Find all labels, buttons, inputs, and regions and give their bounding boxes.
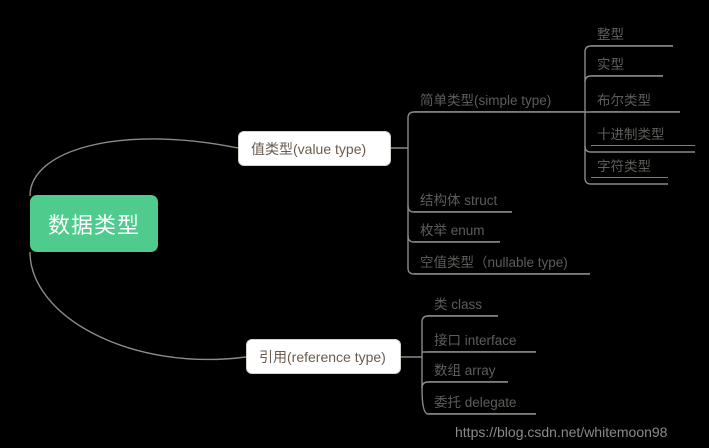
node-class-label: 类 class <box>434 296 483 312</box>
node-boolean-type[interactable]: 布尔类型 <box>591 88 680 112</box>
node-value-type-label: 值类型(value type) <box>251 140 367 157</box>
node-char-type-label: 字符类型 <box>597 158 651 174</box>
node-interface[interactable]: 接口 interface <box>428 328 536 352</box>
edge-spine-to-class <box>421 315 498 323</box>
edge-spine-to-char <box>584 177 668 185</box>
node-class[interactable]: 类 class <box>428 292 498 316</box>
node-nullable-type-label: 空值类型（nullable type) <box>420 254 568 270</box>
node-delegate-label: 委托 delegate <box>434 394 517 410</box>
edge-spine-to-decimal <box>584 145 695 153</box>
edge-spine-to-array <box>421 381 508 389</box>
root-node[interactable]: 数据类型 <box>30 195 158 252</box>
watermark-url: https://blog.csdn.net/whitemoon98 <box>455 424 668 440</box>
edge-spine-to-real <box>584 75 663 83</box>
node-struct-label: 结构体 struct <box>420 192 498 208</box>
node-real-type[interactable]: 实型 <box>591 52 663 76</box>
edge-root-to-value-type <box>29 138 239 197</box>
node-integer-type-label: 整型 <box>597 26 624 42</box>
node-boolean-type-label: 布尔类型 <box>597 92 651 108</box>
node-simple-type-label: 简单类型(simple type) <box>420 92 552 108</box>
node-nullable-type[interactable]: 空值类型（nullable type) <box>414 250 590 274</box>
node-reference-type-label: 引用(reference type) <box>259 348 386 365</box>
node-enum[interactable]: 枚举 enum <box>414 218 500 242</box>
node-decimal-type-label: 十进制类型 <box>597 126 665 142</box>
node-integer-type[interactable]: 整型 <box>591 22 673 46</box>
edge-root-to-reference-type <box>29 251 247 361</box>
node-array-label: 数组 array <box>434 362 496 378</box>
node-decimal-type[interactable]: 十进制类型 <box>591 122 695 146</box>
node-reference-type[interactable]: 引用(reference type) <box>246 339 401 374</box>
node-interface-label: 接口 interface <box>434 332 517 348</box>
node-delegate[interactable]: 委托 delegate <box>428 390 536 414</box>
node-struct[interactable]: 结构体 struct <box>414 188 512 212</box>
node-simple-type[interactable]: 简单类型(simple type) <box>414 88 585 112</box>
node-enum-label: 枚举 enum <box>420 222 485 238</box>
root-node-label: 数据类型 <box>47 212 140 238</box>
node-array[interactable]: 数组 array <box>428 358 508 382</box>
node-real-type-label: 实型 <box>597 56 624 72</box>
node-value-type[interactable]: 值类型(value type) <box>238 131 391 166</box>
edge-spine-to-simple-type <box>407 111 585 119</box>
node-char-type[interactable]: 字符类型 <box>591 154 668 178</box>
